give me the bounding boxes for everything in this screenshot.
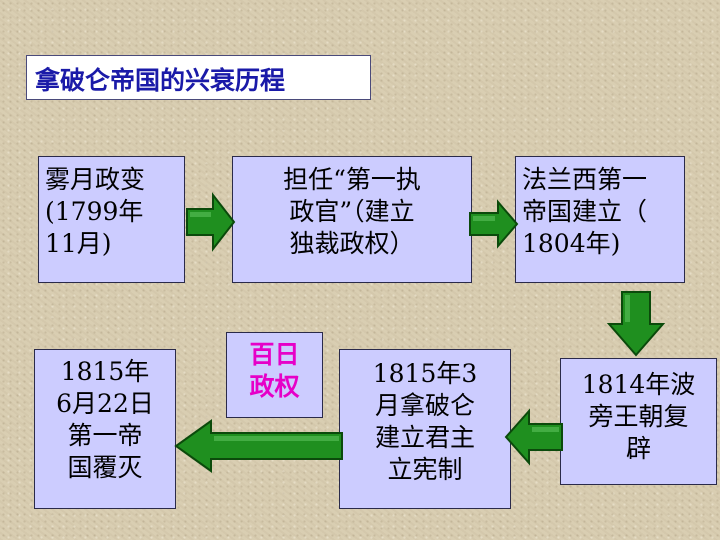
event-box-first-consul: 担任“第一执 政官”（建立 独裁政权） — [232, 156, 472, 283]
event-box-constitutional-monarchy: 1815年3 月拿破仑 建立君主 立宪制 — [339, 349, 511, 509]
event-constitutional-monarchy-text: 1815年3 月拿破仑 建立君主 立宪制 — [372, 359, 478, 484]
event-box-empire-founded: 法兰西第一 帝国建立（ 1804年) — [515, 156, 685, 283]
arrow-left-icon — [504, 408, 563, 466]
arrow-right-icon — [186, 192, 236, 252]
event-box-bourbon-restoration: 1814年波 旁王朝复 辟 — [560, 358, 717, 485]
hundred-days-label: 百日 政权 — [226, 332, 323, 418]
arrow-down-icon — [606, 291, 666, 357]
event-coup-text: 雾月政变 (1799年 11月) — [45, 165, 146, 258]
event-empire-fall-text: 1815年 6月22日 第一帝 国覆灭 — [56, 357, 154, 482]
event-bourbon-restoration-text: 1814年波 旁王朝复 辟 — [581, 370, 696, 463]
event-empire-founded-text: 法兰西第一 帝国建立（ 1804年) — [522, 165, 648, 258]
event-box-coup: 雾月政变 (1799年 11月) — [38, 156, 185, 283]
arrow-left-icon — [174, 419, 343, 473]
hundred-days-text: 百日 政权 — [249, 340, 300, 401]
diagram-title: 拿破仑帝国的兴衰历程 — [26, 55, 371, 100]
arrow-right-icon — [469, 199, 519, 249]
event-first-consul-text: 担任“第一执 政官”（建立 独裁政权） — [283, 165, 421, 258]
event-box-empire-fall: 1815年 6月22日 第一帝 国覆灭 — [34, 349, 176, 509]
